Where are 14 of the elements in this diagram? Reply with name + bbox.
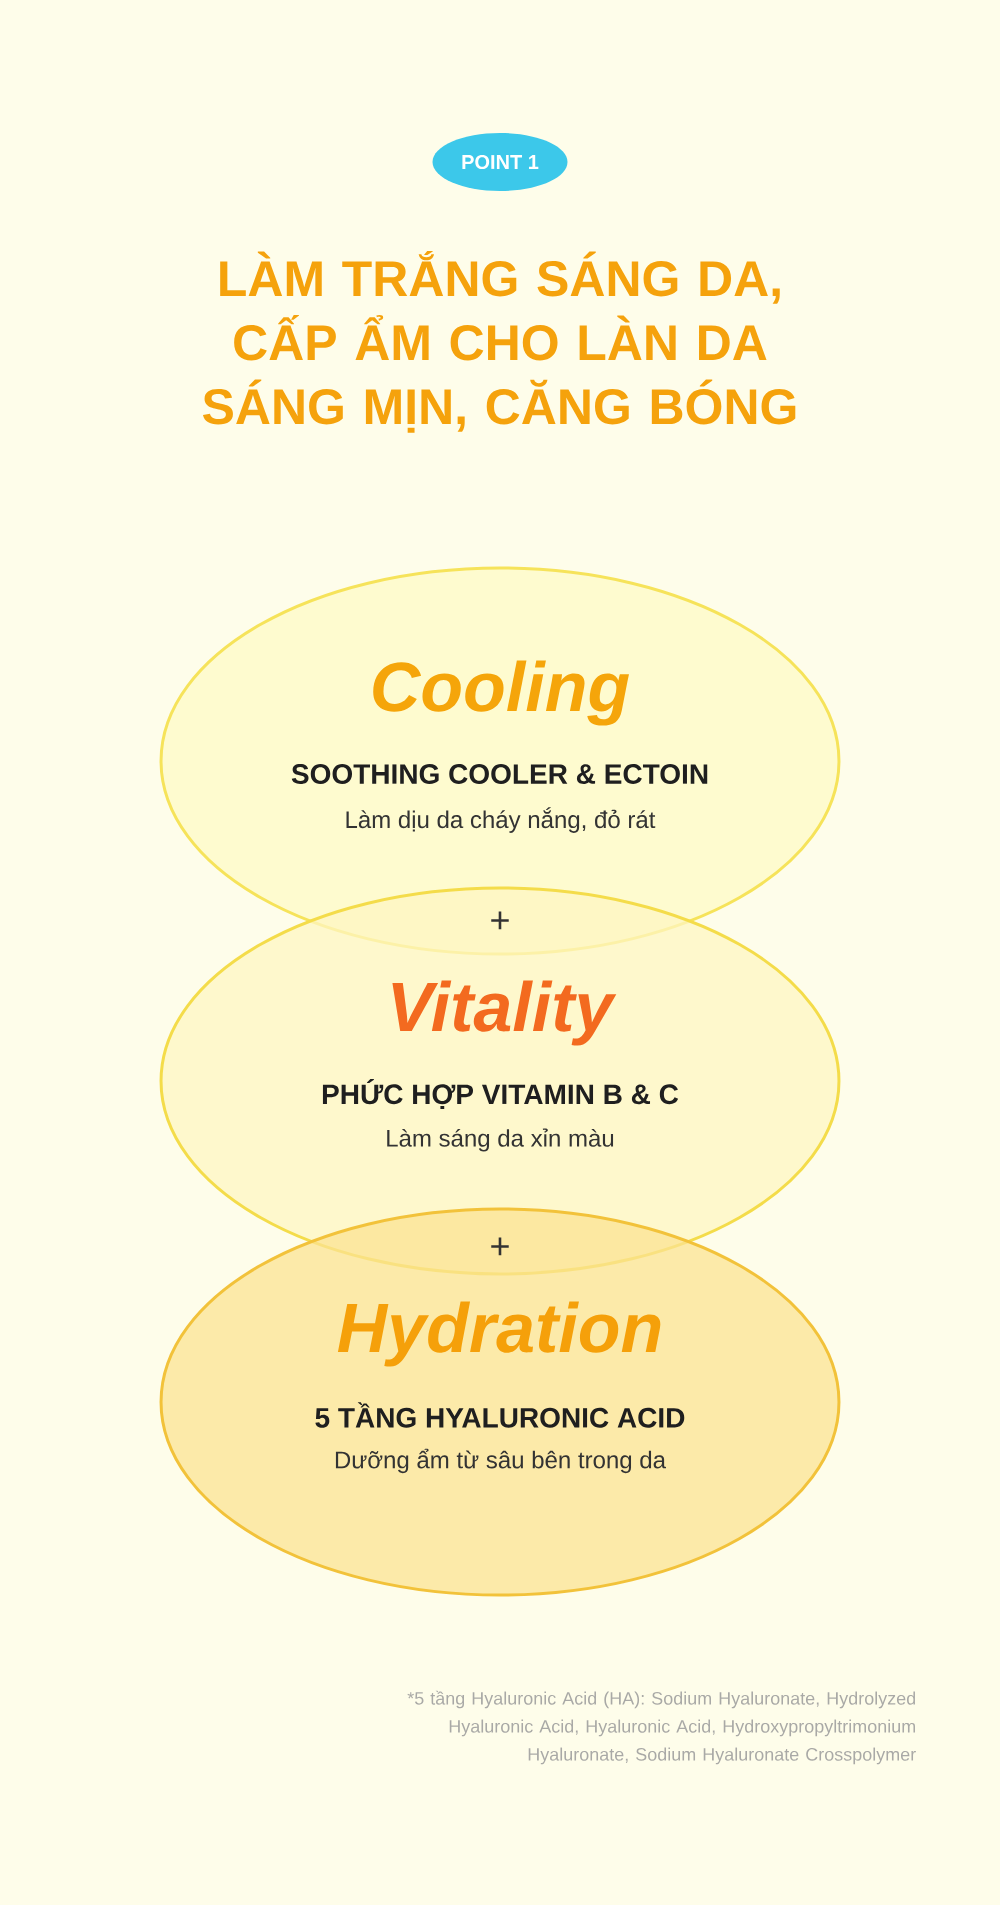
ingredient-name: PHỨC HỢP VITAMIN B & C	[322, 1079, 679, 1109]
ingredient-benefit: Làm sáng da xỉn màu	[387, 1128, 614, 1152]
ingredient-heading: Hydration	[337, 1301, 661, 1367]
footnote: *5 tầng Hyaluronic Acid (HA): Sodium Hyaluronate, Hydrolyzed Hyaluronic Acid, Hyaluronic Acid, Hydroxypropyltrimonium Hyaluronate, Sodium Hyaluronate Crosspolymer	[407, 1690, 916, 1765]
title: LÀM TRẮNG SÁNG DA, CẤP ẨM CHO LÀN DA SÁNG MỊN, CĂNG BÓNG	[203, 251, 796, 433]
ingredient-name: SOOTHING COOLER & ECTOIN	[291, 764, 708, 784]
ingredient-heading: Vitality	[392, 980, 617, 1046]
plus-sign: +	[491, 911, 509, 930]
ingredient-name: 5 TẦNG HYALURONIC ACID	[315, 1402, 685, 1428]
ingredient-benefit: Dưỡng ẩm từ sâu bên trong da	[335, 1448, 666, 1474]
ingredient-heading: Cooling	[373, 660, 629, 726]
point-badge: POINT 1	[432, 133, 568, 191]
ingredient-benefit: Làm dịu da cháy nắng, đỏ rát	[346, 807, 656, 833]
plus-sign: +	[491, 1237, 509, 1256]
